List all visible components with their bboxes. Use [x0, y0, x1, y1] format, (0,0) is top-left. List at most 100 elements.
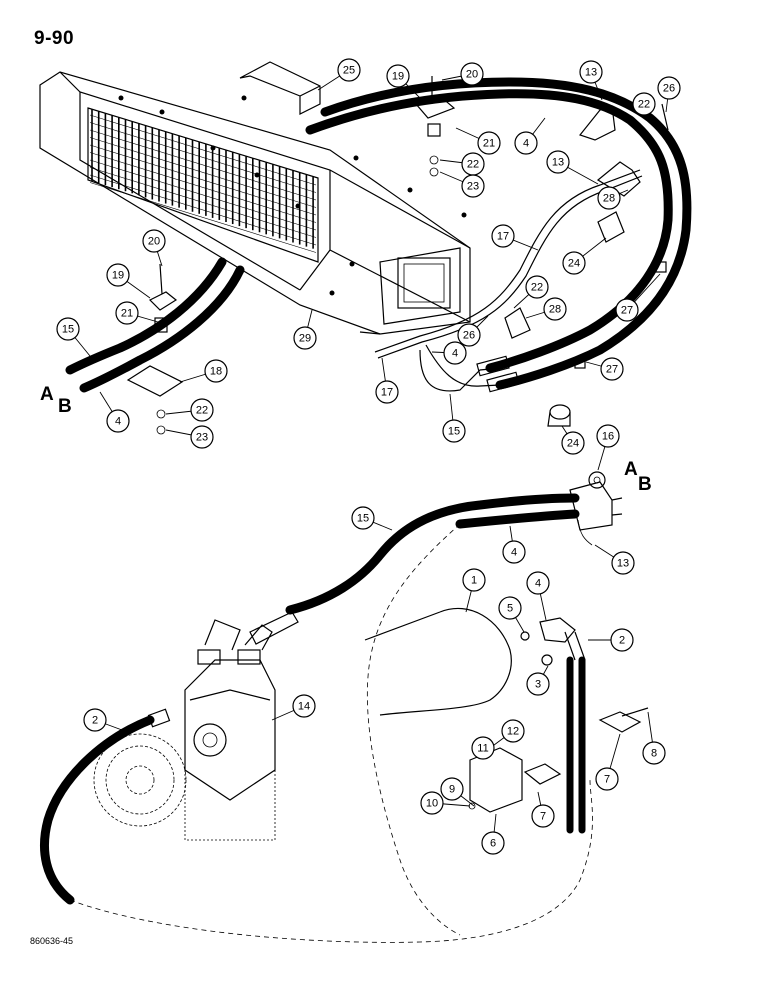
callout-10: 10	[420, 791, 444, 815]
callout-label: 6	[490, 838, 496, 850]
callout-label: 10	[426, 798, 438, 810]
callout-21: 21	[115, 301, 139, 325]
grille-bar	[89, 114, 317, 186]
callout-label: 22	[196, 405, 208, 417]
grille-bar	[89, 182, 317, 253]
callout-label: 29	[299, 333, 311, 345]
callout-label: 7	[604, 774, 610, 786]
callout-label: 13	[617, 558, 629, 570]
callout-25: 25	[337, 58, 361, 82]
callout-13: 13	[579, 60, 603, 84]
steel-lines	[419, 344, 520, 393]
callout-label: 20	[466, 69, 478, 81]
mounting-bracket	[239, 61, 321, 115]
callout-label: 27	[606, 364, 618, 376]
callout-23: 23	[461, 174, 485, 198]
callout-4: 4	[106, 409, 130, 433]
callout-label: 12	[507, 726, 519, 738]
clutch-pulley	[93, 733, 187, 827]
callout-5: 5	[498, 596, 522, 620]
grille-bar	[89, 144, 317, 216]
callout-label: 4	[115, 416, 121, 428]
callout-label: 24	[567, 438, 579, 450]
hose-end-a-label: A	[624, 459, 638, 480]
elbow-fittings	[520, 617, 586, 666]
callout-label: 13	[552, 157, 564, 169]
callout-label: 15	[357, 513, 369, 525]
vertical-lines-2	[566, 656, 586, 834]
callout-4: 4	[502, 540, 526, 564]
callout-label: 4	[511, 547, 517, 559]
callout-23: 23	[190, 425, 214, 449]
callout-label: 13	[585, 67, 597, 79]
callout-label: 17	[381, 387, 393, 399]
callout-label: 19	[392, 71, 404, 83]
callout-label: 26	[663, 83, 675, 95]
callout-label: 16	[602, 431, 614, 443]
callout-label: 18	[210, 366, 222, 378]
callout-label: 24	[568, 258, 580, 270]
callout-14: 14	[292, 694, 316, 718]
callout-2: 2	[610, 628, 634, 652]
callout-27: 27	[600, 357, 624, 381]
hose-end-a-label: A	[40, 384, 54, 405]
callout-1: 1	[462, 568, 486, 592]
callout-21: 21	[477, 131, 501, 155]
callout-label: 20	[148, 236, 160, 248]
callout-28: 28	[597, 186, 621, 210]
condenser-grille	[87, 107, 319, 263]
callout-6: 6	[481, 831, 505, 855]
page-number: 9-90	[34, 28, 75, 49]
compressor	[184, 619, 276, 841]
callout-4: 4	[514, 131, 538, 155]
callout-16: 16	[596, 424, 620, 448]
figure-id: 860636-45	[30, 936, 74, 946]
callout-label: 4	[535, 578, 541, 590]
grille-bar	[89, 159, 317, 231]
callout-label: 23	[467, 181, 479, 193]
callout-label: 28	[549, 304, 561, 316]
callout-label: 9	[449, 784, 455, 796]
evaporator-housing	[39, 71, 471, 335]
callout-label: 26	[463, 330, 475, 342]
hose-end-b-label: B	[638, 474, 652, 495]
callout-13: 13	[611, 551, 635, 575]
callout-17: 17	[491, 224, 515, 248]
callout-22: 22	[632, 92, 656, 116]
callout-24: 24	[561, 431, 585, 455]
top-clamp-hardware	[414, 76, 669, 177]
callout-26: 26	[457, 323, 481, 347]
callout-8: 8	[642, 741, 666, 765]
callout-12: 12	[501, 719, 525, 743]
grommets	[547, 211, 625, 427]
grille-bar	[89, 174, 317, 246]
callout-27: 27	[615, 298, 639, 322]
callout-13: 13	[546, 150, 570, 174]
callout-15: 15	[351, 506, 375, 530]
callout-label: 15	[448, 426, 460, 438]
callout-19: 19	[386, 64, 410, 88]
receiver-drier	[364, 607, 512, 716]
grille-bar	[89, 167, 317, 238]
callout-17: 17	[375, 380, 399, 404]
callout-label: 27	[621, 305, 633, 317]
callout-label: 7	[540, 811, 546, 823]
callout-label: 4	[452, 348, 458, 360]
grille-bar	[89, 122, 317, 193]
callout-label: 11	[477, 743, 488, 755]
grille-bar	[89, 129, 317, 201]
callout-18: 18	[204, 359, 228, 383]
callout-9: 9	[440, 777, 464, 801]
callout-29: 29	[293, 326, 317, 350]
callout-label: 15	[62, 324, 74, 336]
callout-3: 3	[526, 672, 550, 696]
callout-label: 17	[497, 231, 509, 243]
callout-label: 25	[343, 65, 355, 77]
callout-label: 19	[112, 270, 124, 282]
callout-4: 4	[526, 571, 550, 595]
callout-7: 7	[531, 804, 555, 828]
callout-label: 21	[483, 138, 495, 150]
callout-label: 22	[467, 159, 479, 171]
lower-left-bracket	[126, 263, 184, 435]
